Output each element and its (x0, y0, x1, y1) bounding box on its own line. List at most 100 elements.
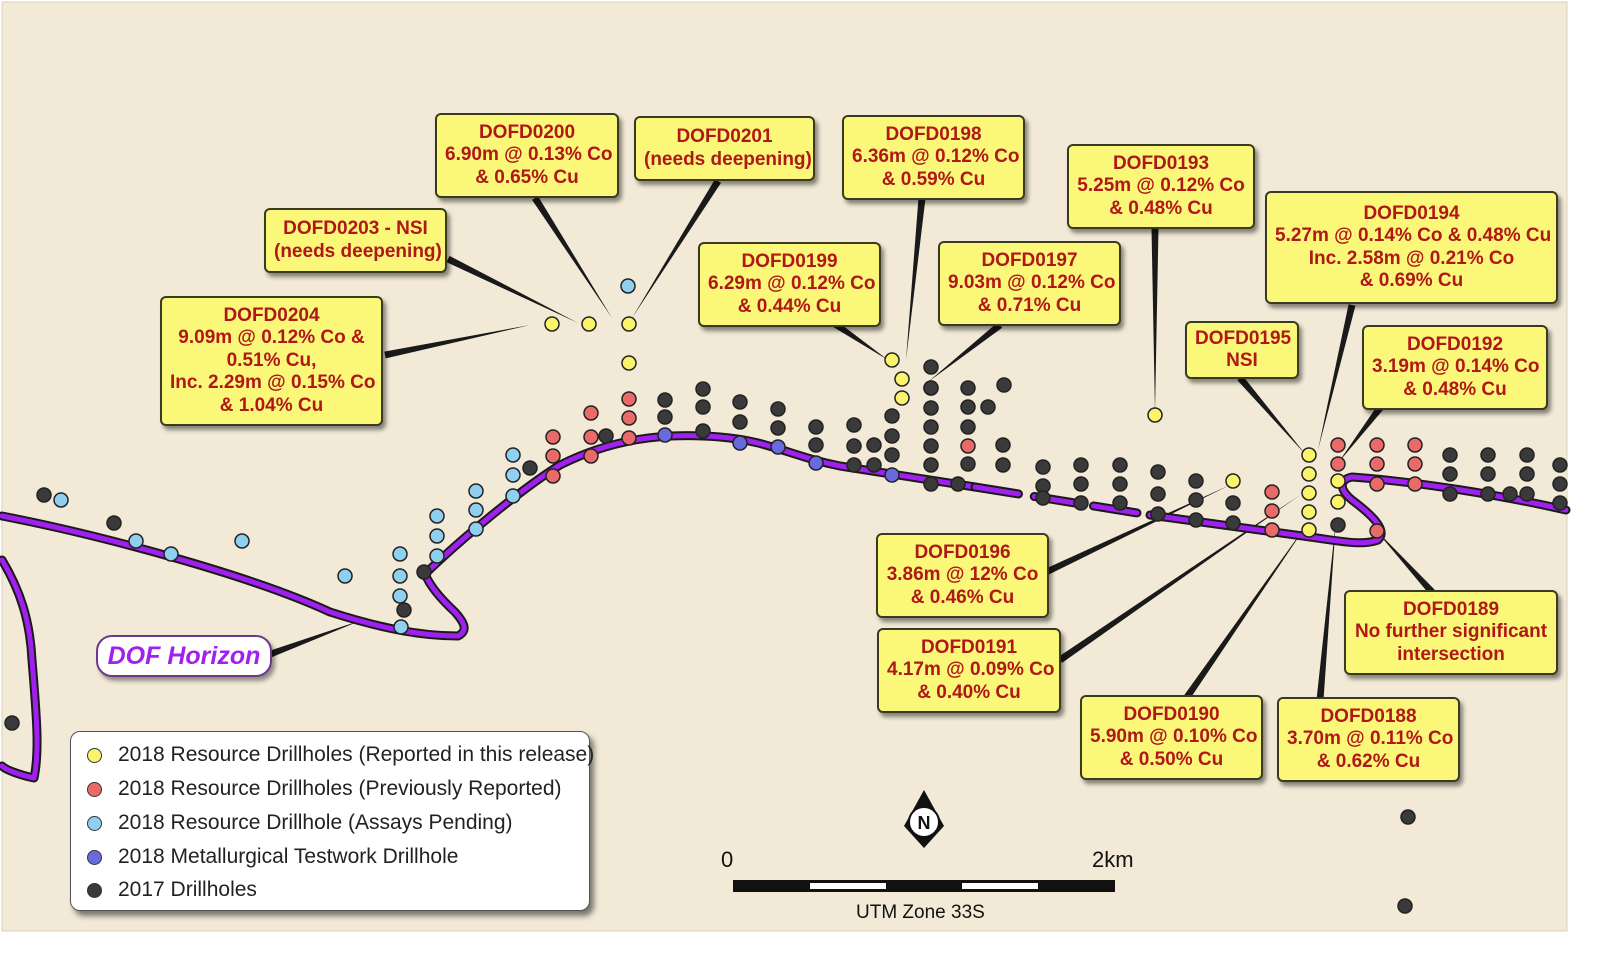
cyan-drillhole (429, 508, 445, 524)
red-drillhole (621, 391, 637, 407)
black-drillhole (1330, 517, 1346, 533)
callout-dofd0201[interactable]: DOFD0201 (needs deepening) (634, 116, 815, 181)
yellow-drillhole (1301, 485, 1317, 501)
callout-leader-line (532, 196, 612, 318)
legend-label: 2018 Metallurgical Testwork Drillhole (118, 845, 459, 868)
red-drillhole (583, 405, 599, 421)
black-drillhole (1035, 490, 1051, 506)
callout-line: 9.03m @ 0.12% Co (948, 272, 1116, 294)
black-drillhole (1400, 809, 1416, 825)
dof-horizon-west-line (0, 557, 40, 781)
red-dot-icon (87, 781, 102, 797)
callout-dofd0188[interactable]: DOFD0188 3.70m @ 0.11% Co & 0.62% Cu (1277, 697, 1460, 782)
cyan-drillhole (234, 533, 250, 549)
callout-line: 5.25m @ 0.12% Co (1077, 175, 1245, 197)
callout-line: intersection (1397, 643, 1505, 665)
callout-line: 3.19m @ 0.14% Co (1372, 356, 1540, 378)
yellow-drillhole (1301, 466, 1317, 482)
black-drillhole (732, 394, 748, 410)
red-drillhole (1264, 484, 1280, 500)
callout-leader-line (384, 325, 530, 359)
callout-dofd0189[interactable]: DOFD0189 No further significant intersec… (1344, 590, 1558, 675)
callout-dofd0195[interactable]: DOFD0195 NSI (1185, 321, 1299, 379)
callout-dofd0198[interactable]: DOFD0198 6.36m @ 0.12% Co & 0.59% Cu (842, 115, 1025, 200)
black-drillhole (980, 399, 996, 415)
callout-line: & 0.50% Cu (1119, 748, 1224, 770)
callout-dofd0192[interactable]: DOFD0192 3.19m @ 0.14% Co & 0.48% Cu (1362, 325, 1548, 410)
yellow-drillhole (621, 316, 637, 332)
callout-line: & 0.46% Cu (910, 586, 1015, 608)
legend-label: 2017 Drillholes (118, 878, 257, 901)
black-drillhole (923, 438, 939, 454)
blue-drillhole (884, 467, 900, 483)
cyan-drillhole (392, 588, 408, 604)
black-drillhole (1552, 495, 1568, 511)
black-drillhole (1035, 459, 1051, 475)
black-drillhole (996, 377, 1012, 393)
cyan-drillhole (392, 568, 408, 584)
black-drillhole (1442, 447, 1458, 463)
dof-horizon-label: DOF Horizon (96, 635, 272, 677)
north-arrow-label: N (918, 813, 931, 833)
cyan-drillhole (128, 533, 144, 549)
blue-drillhole (732, 435, 748, 451)
callout-leader-line (1237, 375, 1306, 455)
yellow-drillhole (1301, 447, 1317, 463)
callout-line: DOFD0198 (885, 123, 982, 145)
black-drillhole (923, 476, 939, 492)
callout-line: 6.90m @ 0.13% Co (445, 144, 613, 166)
red-drillhole (583, 429, 599, 445)
callout-dofd0190[interactable]: DOFD0190 5.90m @ 0.10% Co & 0.50% Cu (1080, 695, 1263, 780)
black-drillhole (884, 428, 900, 444)
legend-item: 2018 Resource Drillhole (Assays Pending) (87, 811, 513, 835)
black-drillhole (923, 380, 939, 396)
callout-dofd0194[interactable]: DOFD0194 5.27m @ 0.14% Co & 0.48% Cu Inc… (1265, 191, 1558, 304)
black-drillhole (1519, 466, 1535, 482)
legend-item: 2018 Resource Drillholes (Reported in th… (87, 743, 594, 767)
scale-start-label: 0 (721, 847, 734, 872)
callout-line: & 0.65% Cu (475, 166, 579, 188)
black-dot-icon (87, 882, 102, 898)
yellow-drillhole (894, 390, 910, 406)
cyan-drillhole (505, 447, 521, 463)
callout-dofd0191[interactable]: DOFD0191 4.17m @ 0.09% Co & 0.40% Cu (877, 628, 1061, 713)
black-drillhole (995, 437, 1011, 453)
black-drillhole (960, 380, 976, 396)
callout-line: & 0.59% Cu (881, 168, 986, 190)
callout-line: 5.27m @ 0.14% Co & 0.48% Cu (1275, 225, 1552, 246)
callout-line: Inc. 2.58m @ 0.21% Co (1308, 247, 1515, 269)
legend-item: 2018 Metallurgical Testwork Drillhole (87, 845, 458, 869)
cyan-drillhole (163, 546, 179, 562)
callout-dofd0196[interactable]: DOFD0196 3.86m @ 12% Co & 0.46% Cu (876, 533, 1049, 618)
dof-horizon-east-line (1147, 474, 1569, 546)
red-drillhole (1264, 522, 1280, 538)
red-drillhole (1369, 437, 1385, 453)
callout-leader-line (266, 620, 362, 659)
yellow-drillhole (1147, 407, 1163, 423)
cyan-drillhole (53, 492, 69, 508)
callout-dofd0199[interactable]: DOFD0199 6.29m @ 0.12% Co & 0.44% Cu (698, 242, 881, 327)
callout-dofd0200[interactable]: DOFD0200 6.90m @ 0.13% Co & 0.65% Cu (435, 113, 619, 198)
callout-leader-line (906, 197, 926, 360)
black-drillhole (846, 438, 862, 454)
black-drillhole (960, 419, 976, 435)
callout-line: & 0.48% Cu (1109, 197, 1213, 219)
black-drillhole (884, 408, 900, 424)
callout-leader-line (1316, 520, 1336, 701)
black-drillhole (1188, 512, 1204, 528)
callout-line: & 0.44% Cu (737, 295, 842, 317)
callout-line: DOFD0189 (1402, 598, 1500, 620)
callout-dofd0203[interactable]: DOFD0203 - NSI (needs deepening) (264, 208, 447, 273)
black-drillhole (923, 400, 939, 416)
yellow-drillhole (621, 355, 637, 371)
red-drillhole (1407, 476, 1423, 492)
callout-dofd0204[interactable]: DOFD0204 9.09m @ 0.12% Co & 0.51% Cu, In… (160, 296, 383, 426)
black-drillhole (1225, 515, 1241, 531)
callout-line: 0.51% Cu, (226, 349, 317, 371)
callout-dofd0197[interactable]: DOFD0197 9.03m @ 0.12% Co & 0.71% Cu (938, 241, 1121, 326)
callout-line: & 0.48% Cu (1403, 378, 1507, 400)
red-drillhole (960, 438, 976, 454)
yellow-drillhole (894, 371, 910, 387)
callout-dofd0193[interactable]: DOFD0193 5.25m @ 0.12% Co & 0.48% Cu (1067, 144, 1255, 229)
